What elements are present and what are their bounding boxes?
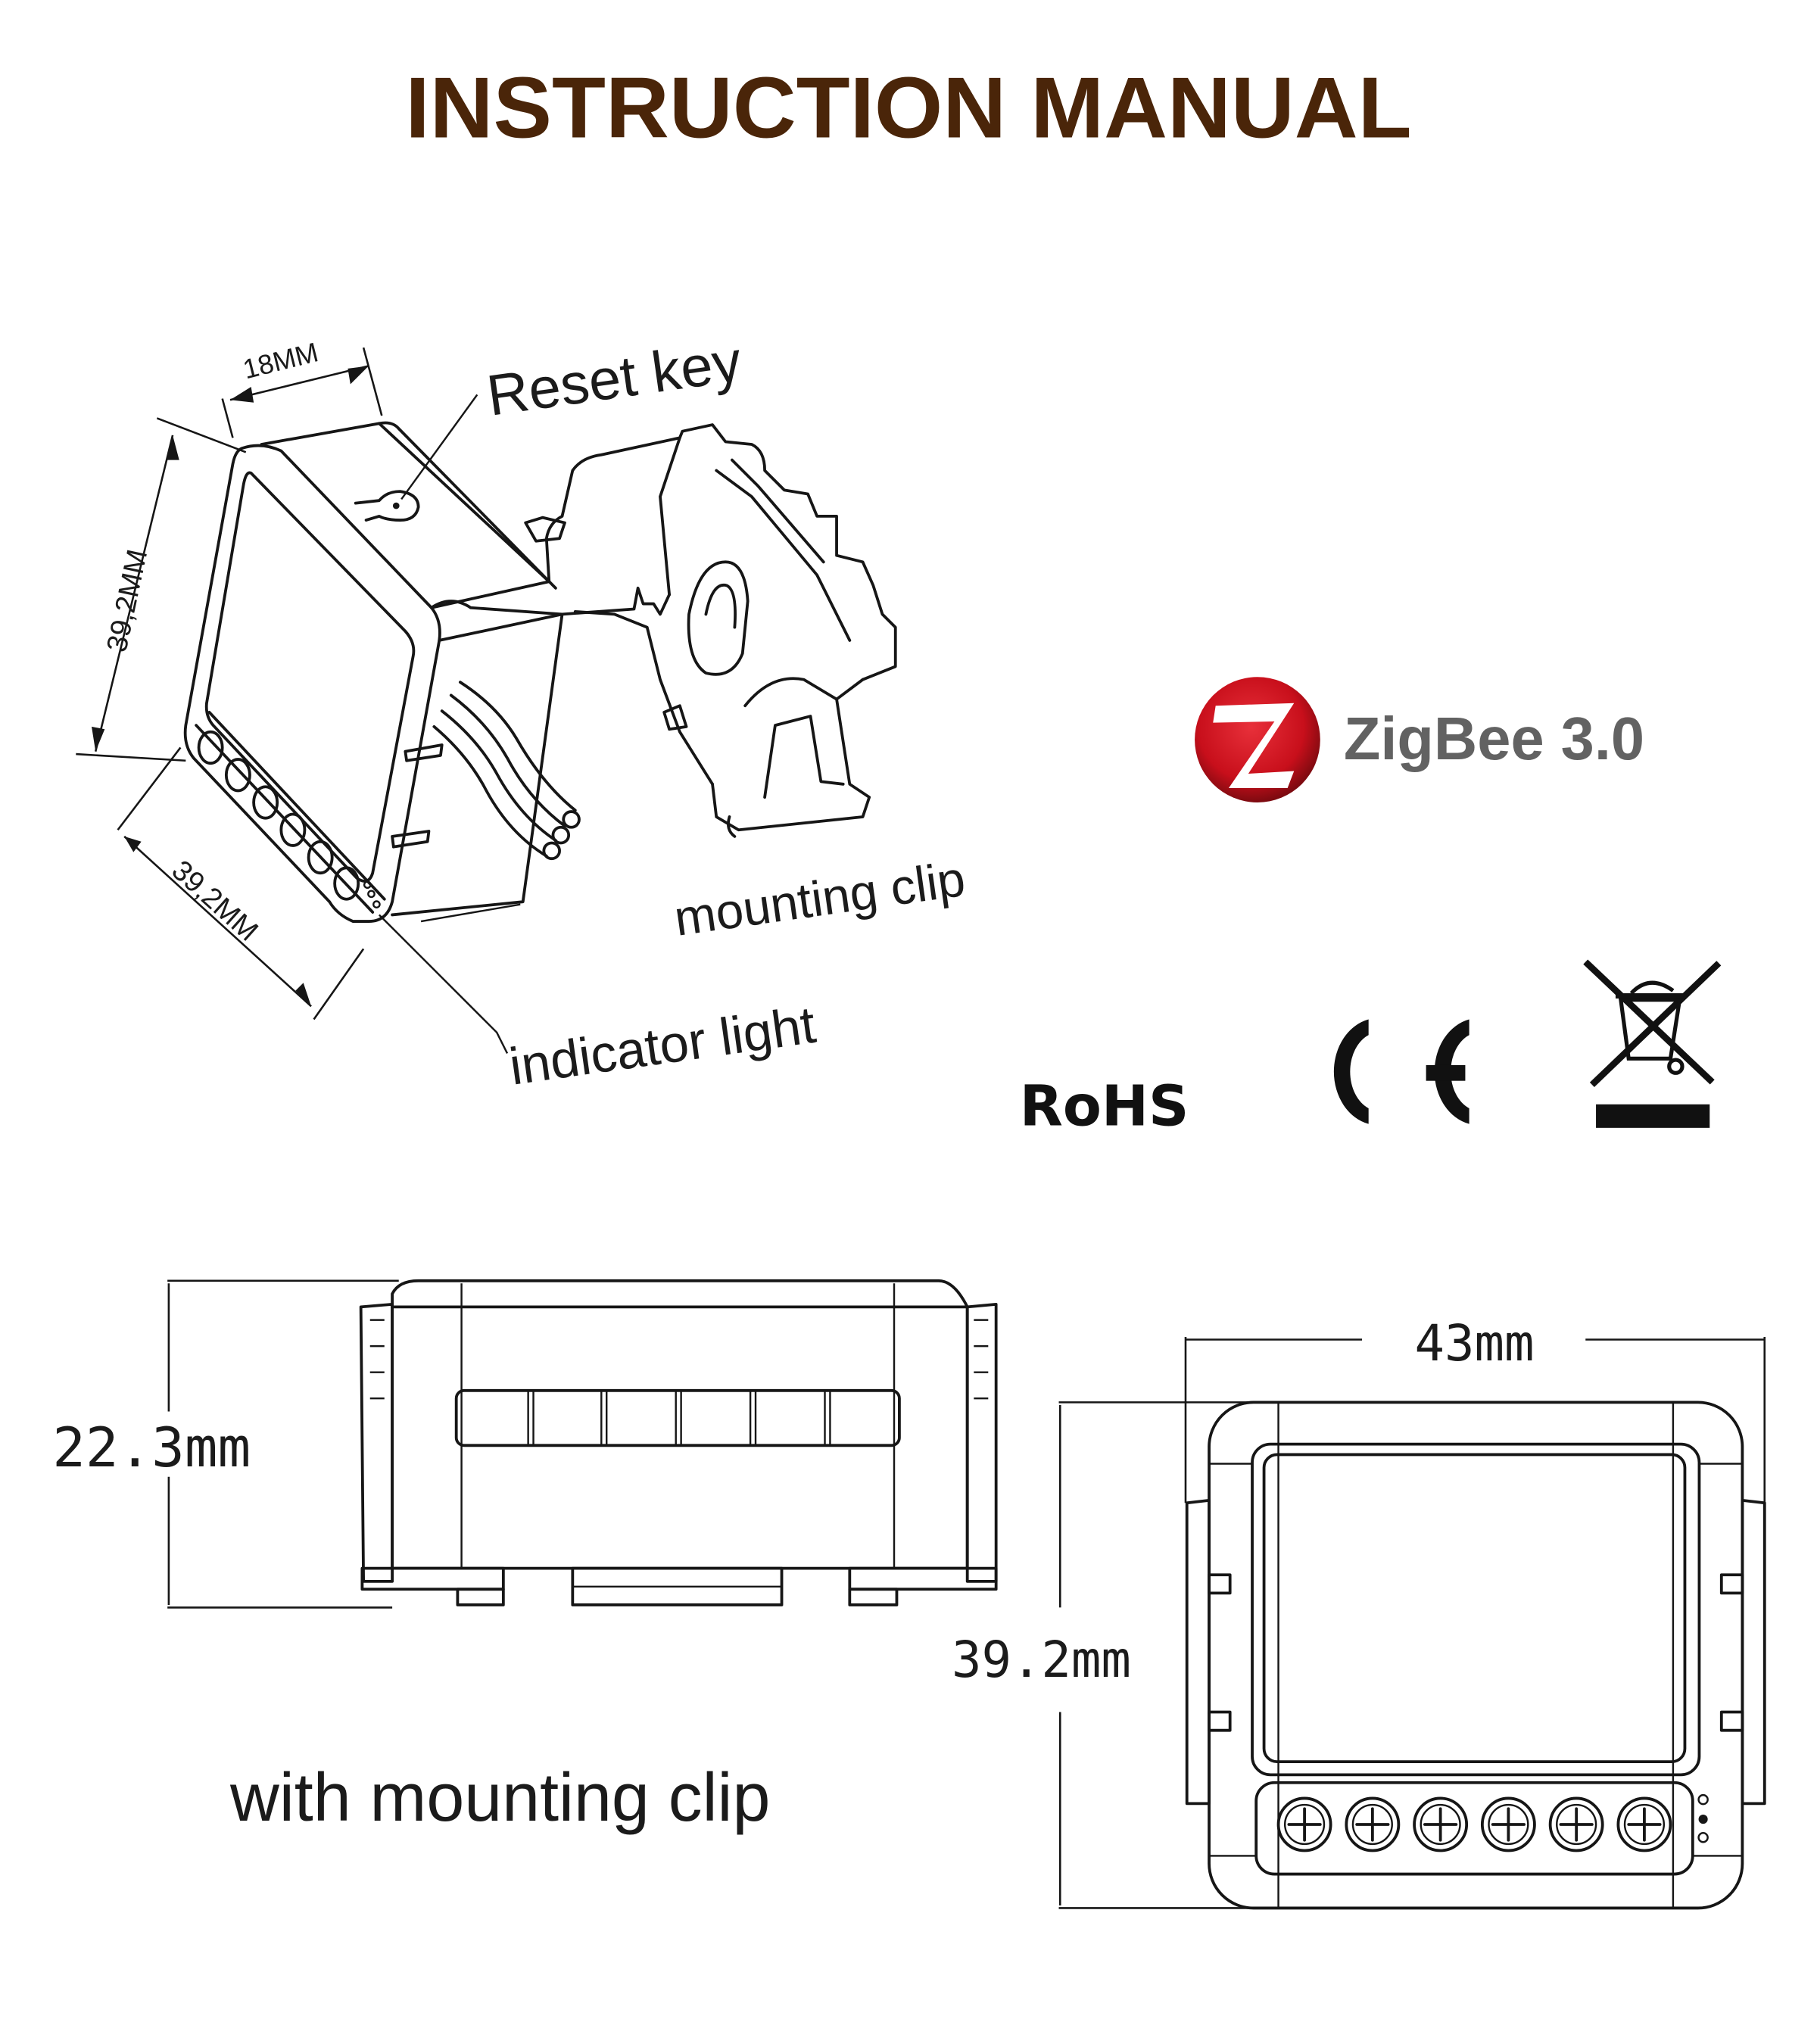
front-view-drawing [1058,1337,1766,1910]
mounting-clip-drawing [524,423,897,838]
depth-dimension-label: 18MM [240,336,322,385]
isometric-device-drawing: 18MM 39,2MM 39,2MM Reset key mounting cl… [76,329,968,1096]
ce-mark-icon [1333,1019,1469,1124]
reset-key-icon [354,490,420,522]
terminal-screws [195,710,386,914]
front-height-dimension-label: 39.2mm [952,1631,1131,1689]
front-width-dimension-label: 43mm [1415,1315,1535,1373]
page-title: INSTRUCTION MANUAL [405,60,1411,156]
indicator-light-label: indicator light [506,995,819,1096]
wires [432,681,581,861]
width-dimension-label: 39,2MM [166,855,264,948]
height-dimension-label: 39,2MM [101,547,154,655]
zigbee-certification: ZigBee 3.0 [1195,677,1644,802]
reset-key-label: Reset key [483,329,745,428]
rohs-label: RoHS [1020,1073,1189,1139]
iso-dimension-lines [76,347,383,1020]
side-view-drawing [167,1279,998,1609]
front-terminal-screws [1276,1796,1672,1852]
zigbee-logo-icon [1195,677,1320,802]
mounting-clip-label: mounting clip [671,851,968,946]
zigbee-label: ZigBee 3.0 [1344,705,1644,772]
side-height-dimension-label: 22.3mm [52,1416,251,1480]
crossed-out-wheelie-bin-icon [1583,959,1722,1128]
front-indicator-light-icon [1697,1793,1709,1843]
indicator-light-icon [363,880,381,908]
side-view-caption: with mounting clip [229,1760,770,1836]
